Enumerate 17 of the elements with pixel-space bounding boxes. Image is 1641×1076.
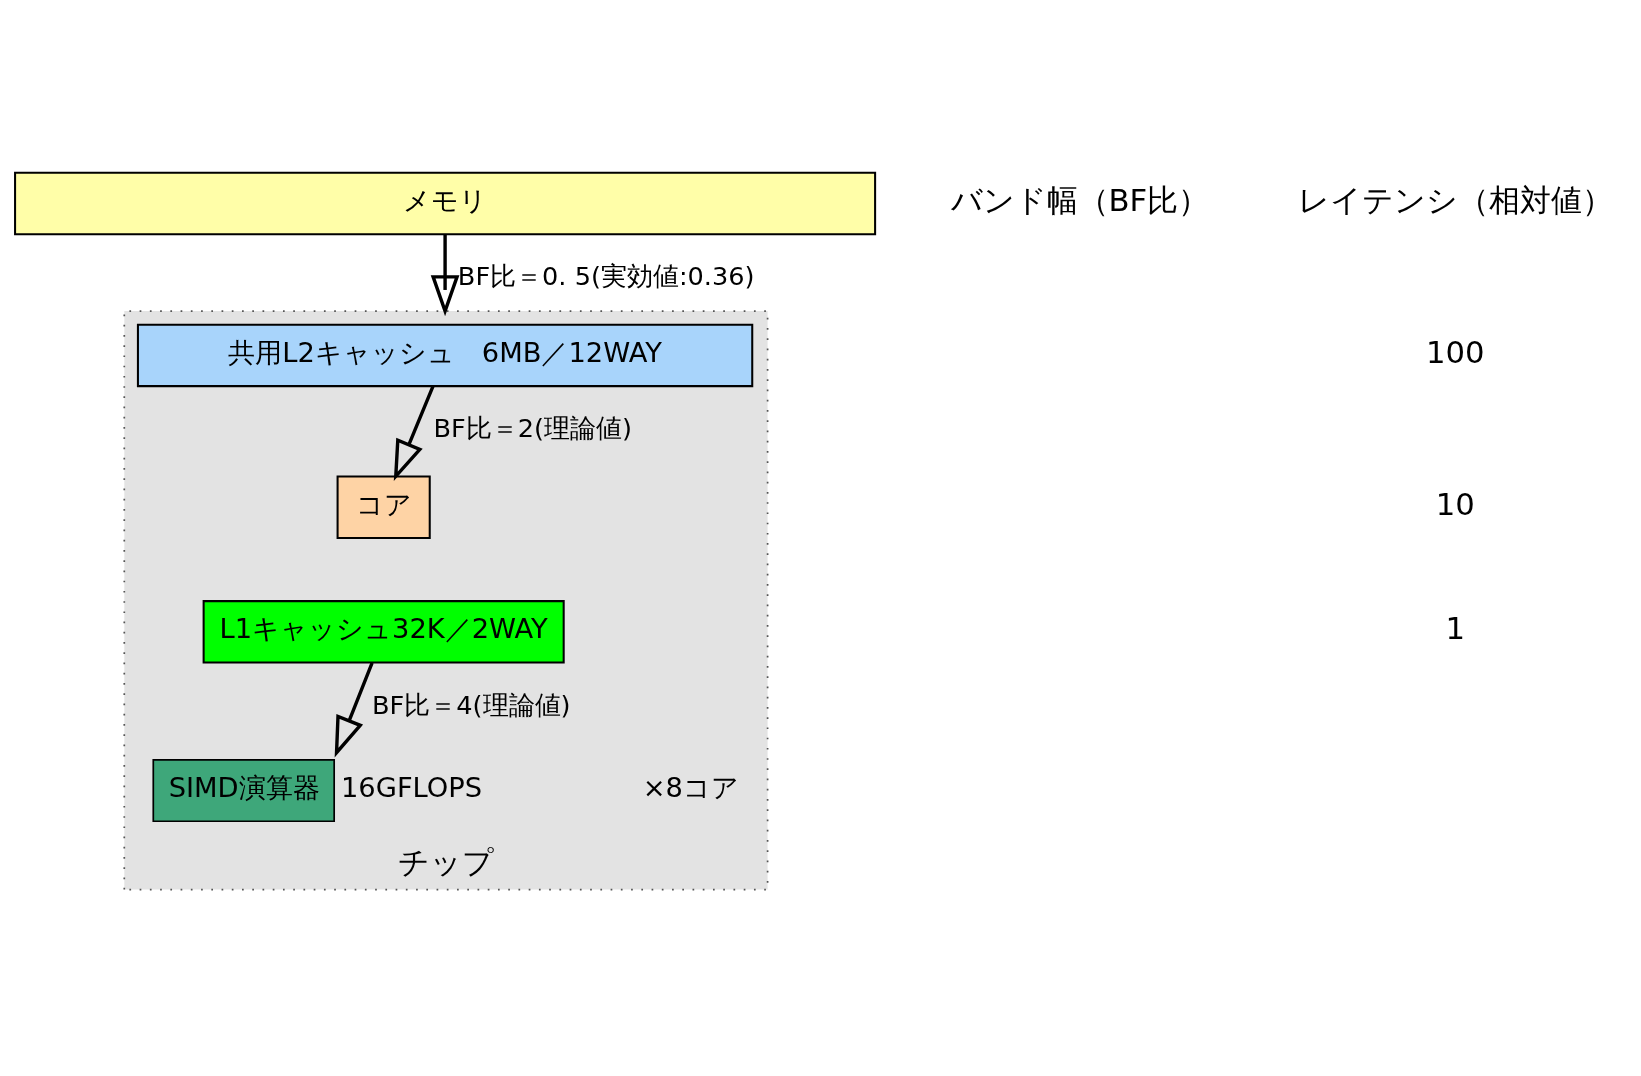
node-box: コア bbox=[336, 475, 431, 540]
edge-label: BF比＝4(理論値) bbox=[372, 689, 571, 720]
edge-label: BF比＝2(理論値) bbox=[433, 413, 633, 444]
label: 1 bbox=[1445, 610, 1466, 647]
label: レイテンシ（相対値） bbox=[1297, 182, 1613, 219]
arrow bbox=[334, 662, 374, 758]
edge-label: BF比＝0. 5(実効値:0.36) bbox=[457, 261, 755, 292]
arrow bbox=[430, 234, 460, 317]
label: ×8コア bbox=[642, 772, 739, 804]
label: 100 bbox=[1425, 333, 1485, 370]
label: 10 bbox=[1435, 485, 1475, 522]
node-label: 16GFLOPS bbox=[341, 772, 483, 804]
node-box: L1キャッシュ32K／2WAY bbox=[202, 600, 565, 664]
arrow bbox=[393, 385, 435, 482]
node-box: メモリ bbox=[14, 171, 877, 236]
node-box: 共用L2キャッシュ 6MB／12WAY bbox=[136, 323, 754, 388]
label: バンド幅（BF比） bbox=[950, 182, 1210, 219]
